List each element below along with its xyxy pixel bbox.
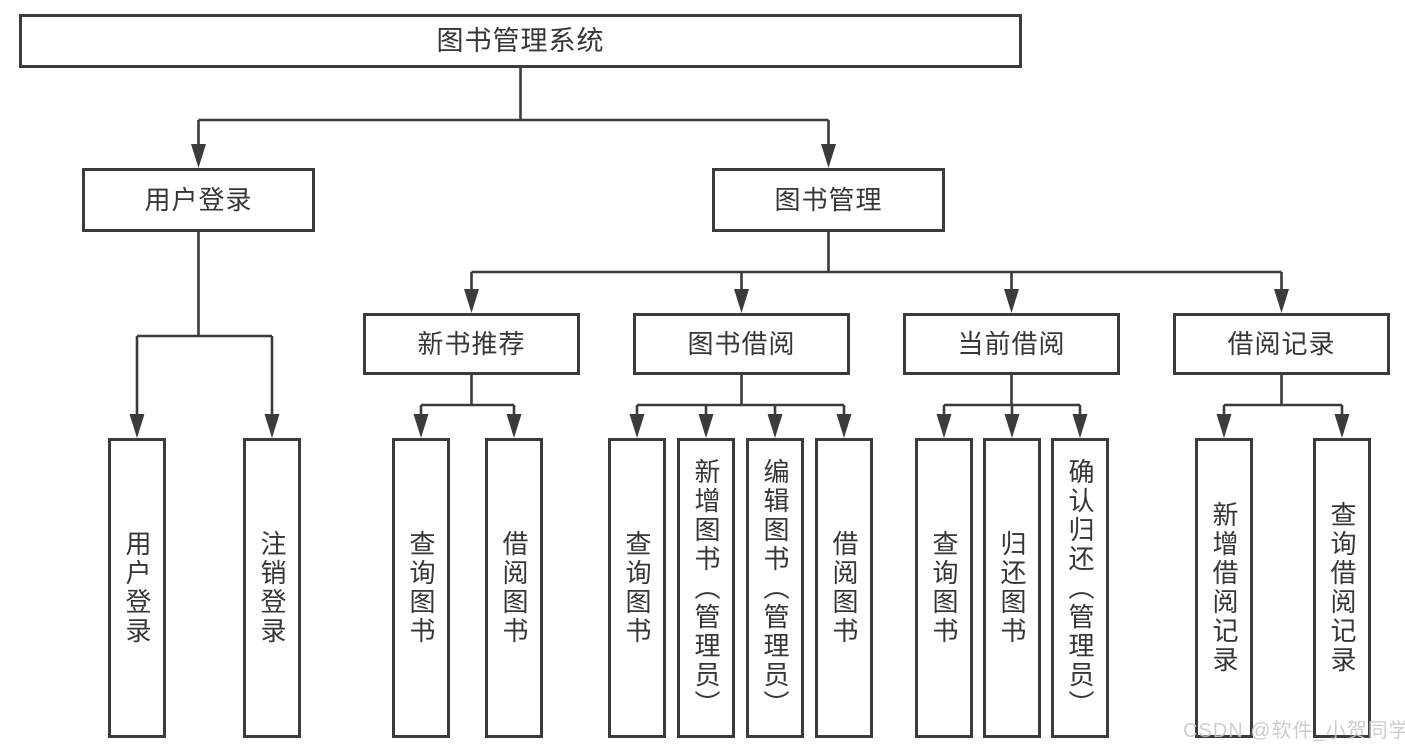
leaf-user-login: 用户登录 <box>108 438 166 738</box>
leaf-borrow-books-1: 借阅图书 <box>485 438 543 738</box>
leaf-add-borrow-record: 新增借阅记录 <box>1195 438 1253 738</box>
leaf-label: 注销登录 <box>257 530 287 646</box>
node-current-borrow: 当前借阅 <box>903 313 1120 375</box>
leaf-label: 查询图书 <box>406 530 436 646</box>
node-user-login: 用户登录 <box>82 168 315 232</box>
arrowheads <box>129 144 1350 438</box>
leaf-query-books-1: 查询图书 <box>392 438 450 738</box>
leaf-return-books: 归还图书 <box>983 438 1041 738</box>
node-book-management: 图书管理 <box>712 168 945 232</box>
leaf-label: 查询图书 <box>929 530 959 646</box>
leaf-label: 查询图书 <box>622 530 652 646</box>
leaf-label: 查询借阅记录 <box>1327 501 1357 675</box>
leaf-label: 编辑图书（管理员） <box>760 457 790 719</box>
csdn-watermark: CSDN @软件_小贺同学 <box>1183 720 1405 742</box>
node-book-borrow: 图书借阅 <box>633 313 850 375</box>
node-root-system: 图书管理系统 <box>19 14 1022 68</box>
leaf-label: 借阅图书 <box>829 530 859 646</box>
leaf-edit-books-admin: 编辑图书（管理员） <box>746 438 804 738</box>
leaf-query-borrow-record: 查询借阅记录 <box>1313 438 1371 738</box>
leaf-label: 确认归还（管理员） <box>1065 457 1095 719</box>
leaf-query-books-2: 查询图书 <box>608 438 666 738</box>
leaf-confirm-return-admin: 确认归还（管理员） <box>1051 438 1109 738</box>
leaf-borrow-books-2: 借阅图书 <box>815 438 873 738</box>
leaf-label: 新增借阅记录 <box>1209 501 1239 675</box>
leaf-query-books-3: 查询图书 <box>915 438 973 738</box>
leaf-label: 新增图书（管理员） <box>691 457 721 719</box>
node-new-book-recommend: 新书推荐 <box>363 313 580 375</box>
node-borrow-records: 借阅记录 <box>1173 313 1390 375</box>
leaf-logout: 注销登录 <box>243 438 301 738</box>
leaf-label: 借阅图书 <box>499 530 529 646</box>
leaf-add-books-admin: 新增图书（管理员） <box>677 438 735 738</box>
leaf-label: 用户登录 <box>122 530 152 646</box>
leaf-label: 归还图书 <box>997 530 1027 646</box>
